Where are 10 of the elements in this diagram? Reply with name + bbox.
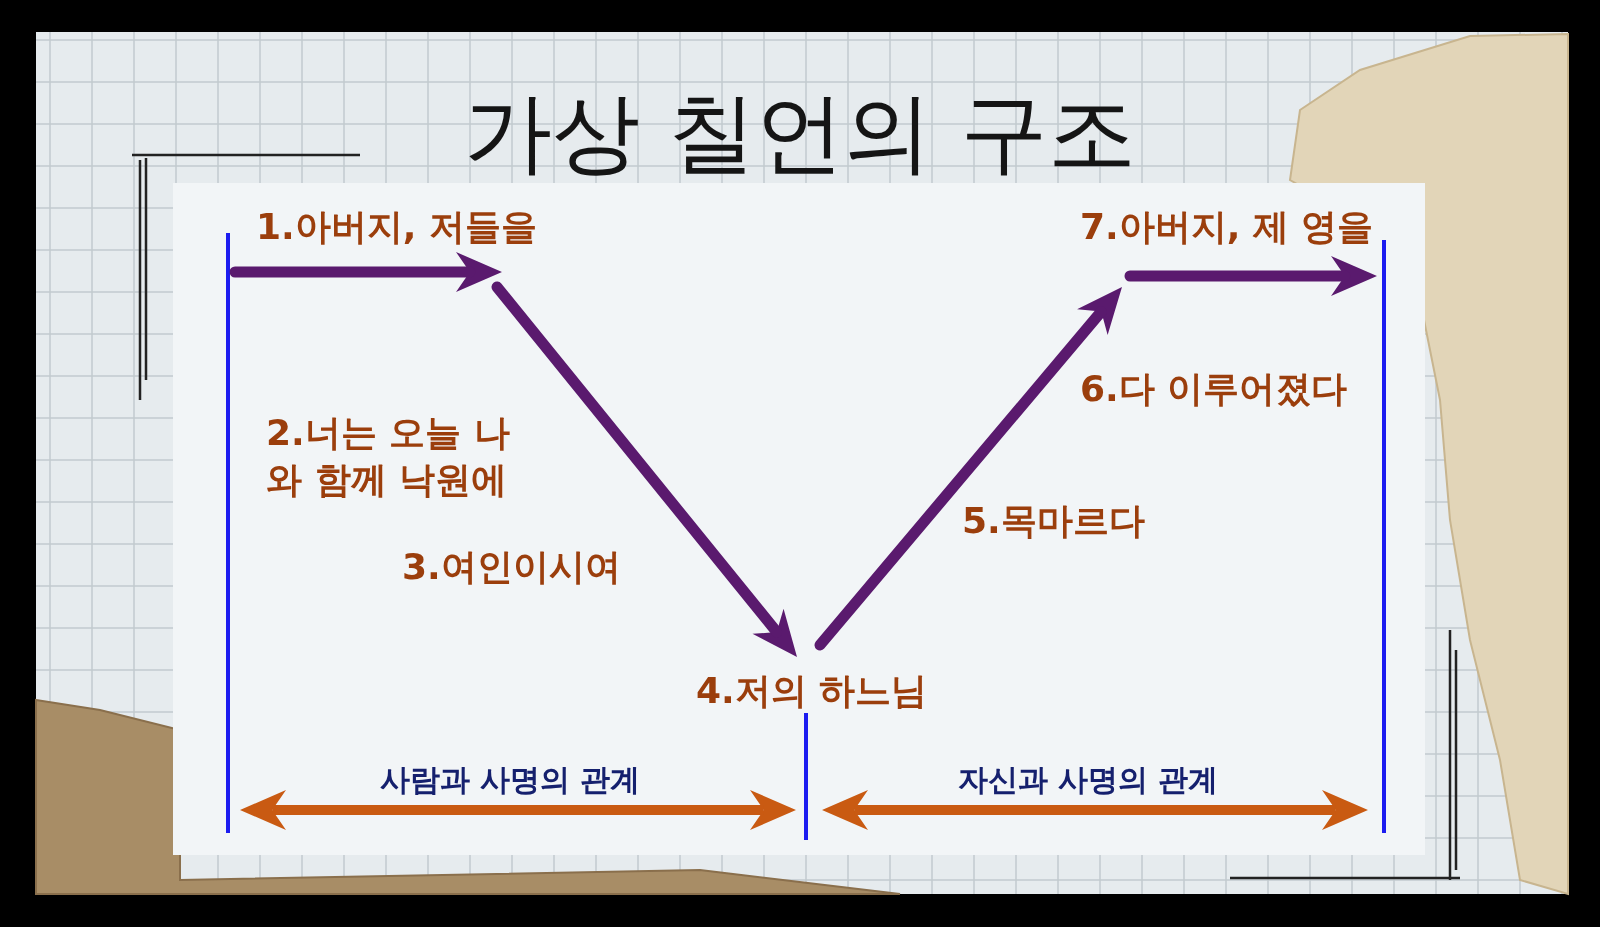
step-label: 3.여인이시여 <box>402 545 622 589</box>
step-label: 5.목마르다 <box>962 499 1146 543</box>
relation-label: 사람과 사명의 관계 <box>378 761 642 799</box>
step-label: 6.다 이루어졌다 <box>1080 367 1349 411</box>
relation-label: 자신과 사명의 관계 <box>956 761 1220 799</box>
title: 가상 칠언의 구조 <box>463 80 1137 186</box>
step-label: 2.너는 오늘 나와 함께 낙원에 <box>266 411 511 502</box>
step-label: 1.아버지, 저들을 <box>256 205 538 249</box>
step-label: 7.아버지, 제 영을 <box>1080 205 1375 249</box>
step-label: 4.저의 하느님 <box>696 669 929 713</box>
